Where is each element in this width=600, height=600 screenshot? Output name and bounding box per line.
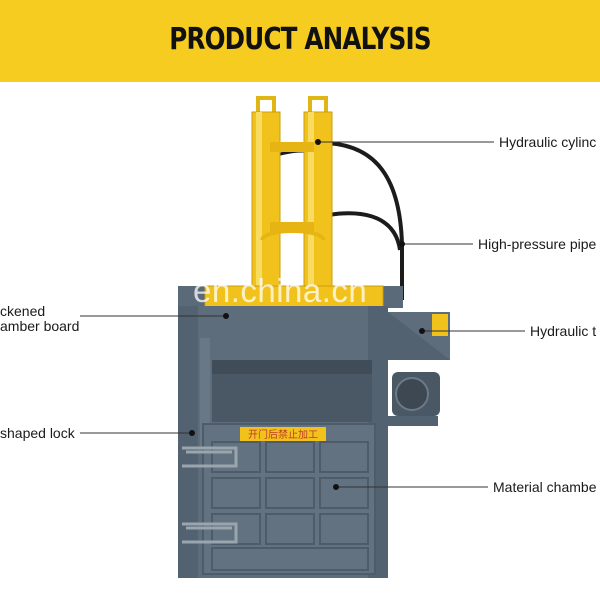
watermark: en.china.cn	[193, 272, 368, 309]
left-pillar	[178, 306, 198, 578]
label-lock: shaped lock	[0, 425, 75, 441]
hydraulic-hose	[311, 140, 404, 300]
cylinder-crossbar	[270, 222, 314, 232]
door-grid	[211, 441, 369, 571]
warning-sign	[240, 427, 326, 441]
lock-handle-lower	[182, 522, 238, 544]
lock-handle-upper	[182, 446, 238, 468]
label-material-chamber: Material chambe	[493, 479, 597, 495]
label-hydraulic-cylinder: Hydraulic cylinc	[499, 134, 597, 150]
label-hydraulic-tank: Hydraulic t	[530, 323, 597, 339]
page-title: PRODUCT ANALYSIS	[169, 22, 431, 57]
motor-fan	[395, 377, 429, 411]
label-thickened-board-line2: amber board	[0, 318, 80, 334]
header-banner	[0, 0, 600, 82]
label-high-pressure-pipe: High-pressure pipe	[478, 236, 597, 252]
warning-sign-text: 开门后禁止加工	[248, 428, 318, 441]
cylinder-crossbar	[270, 142, 314, 152]
label-thickened-board-line1: ckened	[0, 303, 46, 319]
